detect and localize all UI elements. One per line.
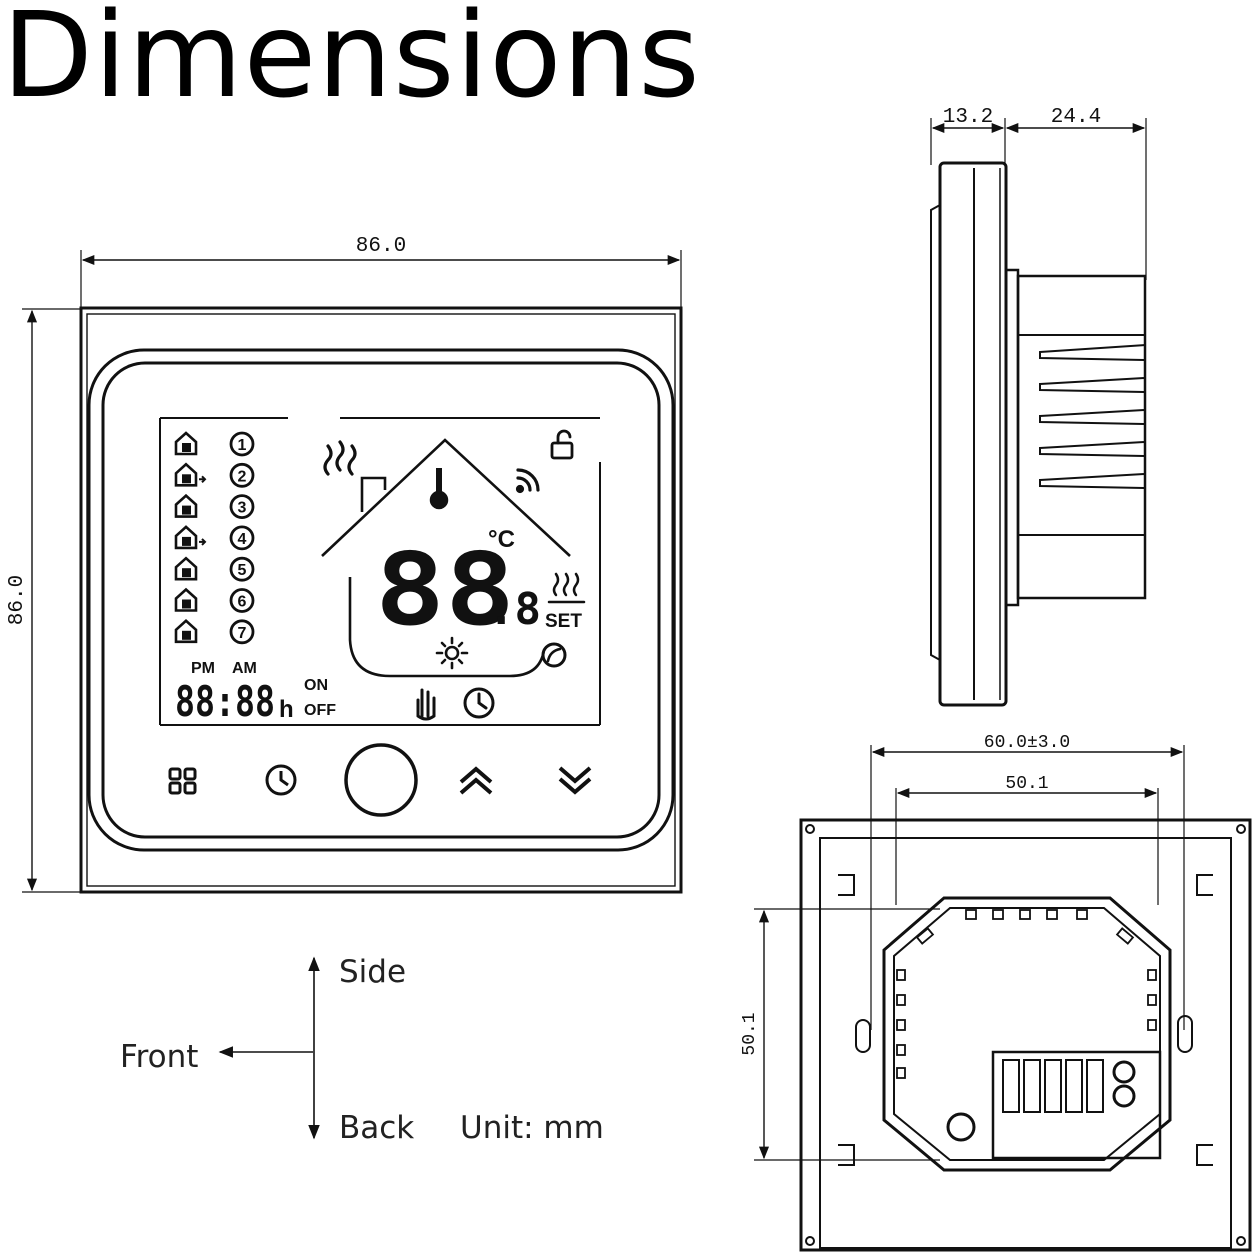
- side-view: [930, 118, 1147, 707]
- house-7-icon: [174, 619, 198, 644]
- side-front-depth-label: 13.2: [943, 106, 993, 129]
- decimal-digit: .8: [488, 584, 541, 635]
- pm-label: PM: [191, 660, 215, 677]
- side-back-depth-label: 24.4: [1051, 106, 1101, 129]
- clock-icon: [265, 764, 297, 796]
- legend-side: Side: [339, 954, 406, 990]
- program-number-label: 1: [238, 437, 247, 454]
- clock-digits: 88:88: [175, 677, 275, 726]
- program-number-label: 7: [238, 625, 247, 642]
- power-button[interactable]: [344, 743, 418, 817]
- page-title: Dimensions: [2, 0, 701, 124]
- am-label: AM: [232, 660, 257, 677]
- program-number-7: 7: [229, 619, 255, 645]
- wifi-icon: [515, 468, 540, 494]
- back-outer-width-label: 60.0±3.0: [984, 733, 1070, 753]
- legend-unit: Unit: mm: [460, 1110, 604, 1146]
- program-number-label: 5: [238, 562, 247, 579]
- program-number-6: 6: [229, 588, 255, 613]
- menu-grid-icon: [168, 767, 197, 795]
- heating-coil-icon: [547, 572, 586, 604]
- program-number-1: 1: [229, 431, 255, 457]
- chevron-up-icon: [459, 766, 493, 795]
- program-number-label: 4: [238, 531, 247, 548]
- sun-icon: [435, 636, 469, 670]
- back-height-label: 50.1: [740, 1012, 760, 1055]
- front-view: [22, 250, 683, 894]
- legend-back: Back: [339, 1110, 414, 1146]
- house-4-icon: [174, 525, 207, 550]
- up-button[interactable]: [459, 766, 493, 795]
- chevron-down-icon: [558, 766, 592, 795]
- program-number-5: 5: [229, 556, 255, 582]
- legend-front: Front: [120, 1039, 198, 1075]
- program-column: 1 2 3 4 5 6 7: [174, 431, 255, 645]
- back-view: [754, 745, 1252, 1252]
- program-number-2: 2: [229, 462, 255, 488]
- house-1-icon: [174, 431, 198, 456]
- back-inner-width-label: 50.1: [1005, 774, 1048, 794]
- hand-icon: [416, 688, 436, 721]
- program-number-label: 2: [238, 468, 247, 485]
- program-number-3: 3: [229, 494, 255, 520]
- temperature-digits: 88: [375, 531, 515, 648]
- menu-button[interactable]: [168, 767, 197, 795]
- front-width-label: 86.0: [356, 235, 406, 258]
- front-height-label: 86.0: [6, 575, 29, 625]
- heat-waves-icon: [323, 440, 357, 476]
- eco-icon: [541, 642, 567, 668]
- hour-suffix: h: [279, 696, 294, 723]
- set-label: SET: [545, 611, 582, 632]
- house-3-icon: [174, 493, 198, 518]
- thermometer-icon: [429, 468, 449, 510]
- program-number-label: 6: [238, 594, 247, 611]
- program-number-label: 3: [238, 500, 247, 517]
- house-2-icon: [174, 462, 207, 487]
- lock-icon: [550, 429, 574, 460]
- schedule-button[interactable]: [265, 764, 297, 796]
- house-5-icon: [174, 556, 198, 581]
- house-6-icon: [174, 587, 198, 612]
- clock-icon: [463, 687, 495, 719]
- temperature-unit: °C: [488, 526, 515, 553]
- on-label: ON: [304, 677, 328, 694]
- off-label: OFF: [304, 702, 336, 719]
- down-button[interactable]: [558, 766, 592, 795]
- program-number-4: 4: [229, 525, 255, 551]
- orientation-legend: Side Front Back Unit: mm: [120, 954, 604, 1146]
